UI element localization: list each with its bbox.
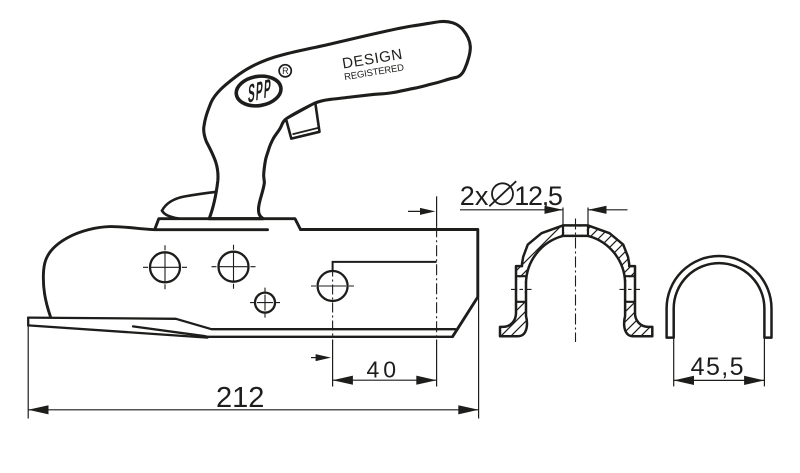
svg-text:40: 40 [367, 356, 401, 382]
svg-text:212: 212 [216, 382, 264, 414]
svg-text:45,5: 45,5 [691, 353, 745, 381]
svg-text:12,5: 12,5 [514, 181, 562, 211]
svg-text:2x: 2x [460, 181, 489, 211]
svg-text:R: R [282, 66, 289, 76]
